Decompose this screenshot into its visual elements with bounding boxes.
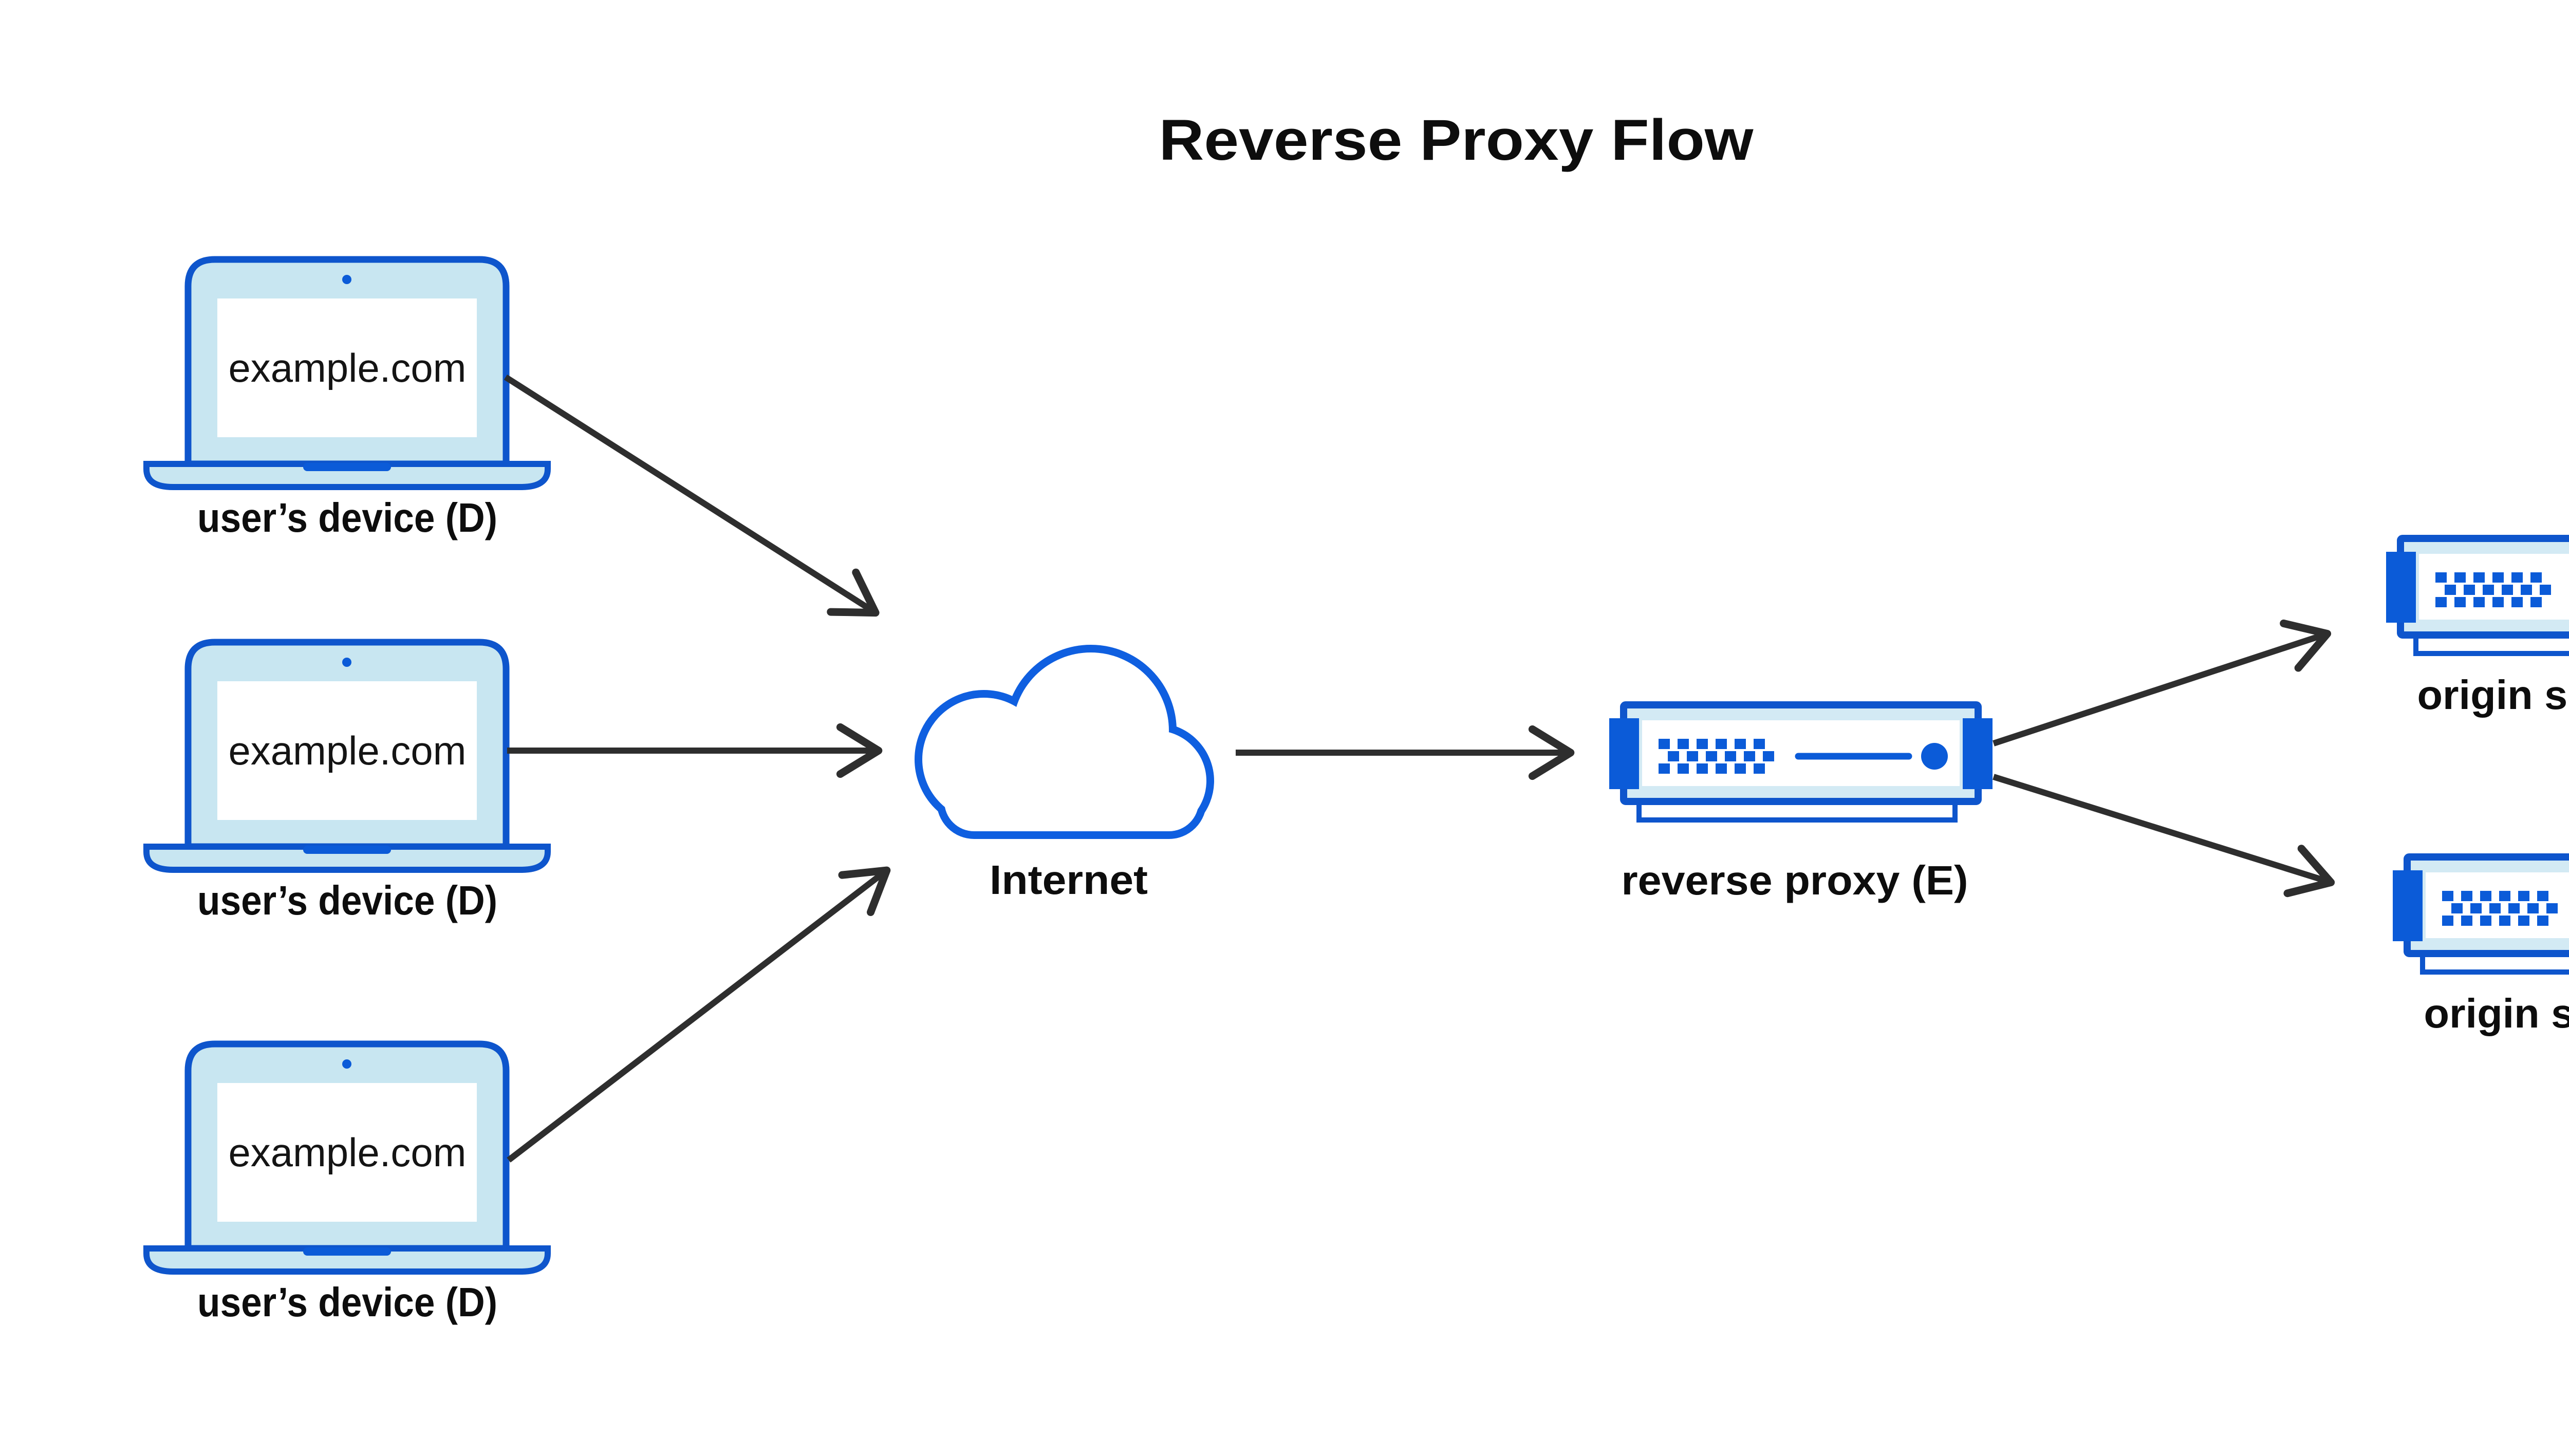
device-screen-text: example.com (229, 345, 467, 390)
origin-server-2-node: origin server (F) (2393, 853, 2569, 1036)
server-side-tab-left (2393, 870, 2423, 941)
laptop-base (143, 844, 551, 873)
device-label: user’s device (D) (197, 1279, 497, 1325)
device-label: user’s device (D) (197, 495, 497, 540)
laptop-base (143, 461, 551, 490)
arrow-device1-to-internet (504, 374, 880, 617)
server-led-dot (1921, 743, 1948, 770)
origin-server-label: origin server (F) (2417, 672, 2569, 718)
webcam-icon (342, 1059, 351, 1069)
internet-node: Internet (915, 645, 1214, 903)
server-side-tab-left (1609, 718, 1639, 789)
user-device-3: example.com user’s device (D) (143, 1040, 551, 1325)
internet-label: Internet (990, 857, 1148, 903)
server-vents-icon (2435, 572, 2551, 607)
laptop-screen (217, 681, 477, 820)
flow-arrows (504, 374, 2335, 1163)
arrow-device3-to-internet (507, 866, 891, 1163)
reverse-proxy-node: reverse proxy (E) (1609, 701, 1993, 903)
trackpad-notch (303, 463, 391, 471)
origin-server-1-node: origin server (F) (2386, 535, 2569, 718)
webcam-icon (342, 275, 351, 284)
server-vents-icon (1659, 739, 1774, 774)
webcam-icon (342, 658, 351, 667)
trackpad-notch (303, 1247, 391, 1256)
cloud-base-fill (944, 770, 1199, 831)
arrow-proxy-to-origin1 (1993, 619, 2332, 746)
laptop-base (143, 1245, 551, 1275)
server-vents-icon (2442, 891, 2558, 926)
user-device-2: example.com user’s device (D) (143, 639, 551, 923)
reverse-proxy-label: reverse proxy (E) (1622, 857, 1968, 903)
device-screen-text: example.com (229, 1130, 467, 1175)
origin-server-label: origin server (F) (2424, 991, 2569, 1036)
user-device-1: example.com user’s device (D) (143, 256, 551, 540)
server-side-tab-right (1963, 718, 1993, 789)
laptop-screen (217, 1083, 477, 1222)
device-label: user’s device (D) (197, 878, 497, 923)
laptop-screen (217, 298, 477, 437)
trackpad-notch (303, 846, 391, 854)
device-screen-text: example.com (229, 728, 467, 773)
arrow-proxy-to-origin2 (1993, 774, 2335, 898)
page-title: Reverse Proxy Flow (1159, 108, 1754, 172)
cloud-icon (915, 645, 1214, 839)
server-side-tab-left (2386, 552, 2416, 623)
